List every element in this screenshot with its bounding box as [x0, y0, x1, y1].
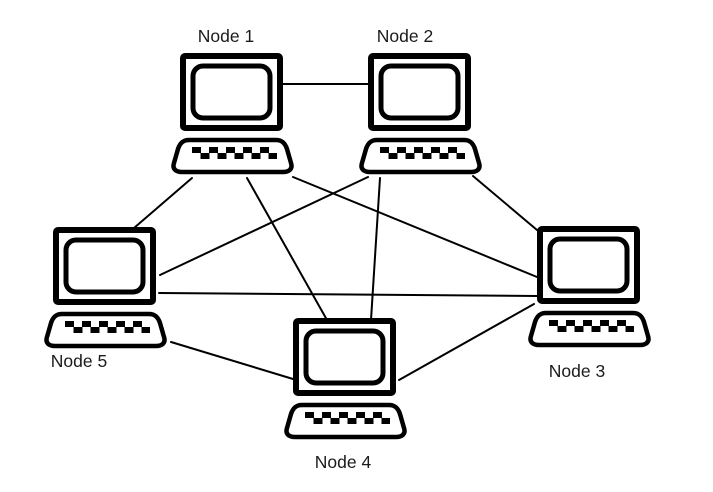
labels-layer: Node 1 Node 2 Node 3 Node 4 Node 5 — [51, 26, 605, 472]
node5-computer-icon — [46, 230, 164, 346]
node4-label: Node 4 — [315, 452, 372, 472]
edge-node3-node4 — [398, 303, 535, 381]
edges-layer — [133, 83, 538, 381]
node3-label: Node 3 — [549, 361, 605, 381]
edge-node4-node5 — [170, 341, 294, 380]
node1-computer-icon — [173, 56, 291, 172]
edge-node1-node5 — [133, 177, 193, 229]
node3-computer-icon — [530, 229, 648, 345]
node1-label: Node 1 — [198, 26, 254, 46]
edge-node3-node5 — [158, 292, 538, 297]
edge-node2-node5 — [159, 176, 369, 276]
node4-computer-icon — [286, 321, 404, 437]
edge-node2-node3 — [472, 175, 538, 231]
edge-node2-node4 — [370, 177, 381, 321]
node5-label: Node 5 — [51, 351, 107, 371]
edge-node1-node4 — [246, 177, 328, 321]
node2-computer-icon — [361, 56, 479, 172]
node2-label: Node 2 — [377, 26, 433, 46]
edge-node1-node3 — [292, 176, 538, 278]
